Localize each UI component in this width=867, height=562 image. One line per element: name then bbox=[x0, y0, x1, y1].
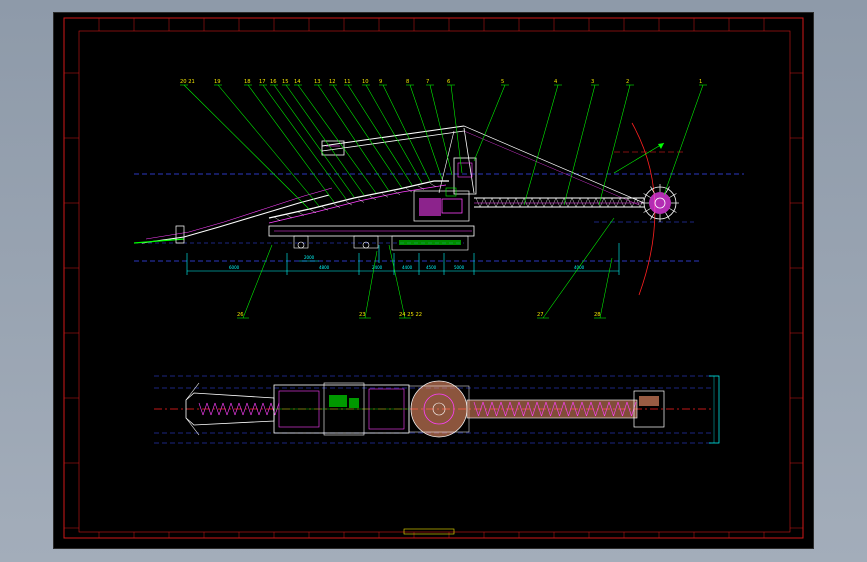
dimension-value: 4500 bbox=[426, 265, 437, 270]
part-label: 20 21 bbox=[180, 79, 195, 85]
part-label: 24 25 22 bbox=[399, 312, 422, 318]
part-label: 26 bbox=[237, 312, 244, 318]
inner-frame bbox=[78, 30, 791, 533]
part-label: 15 bbox=[282, 79, 289, 85]
dimension-value: 2000 bbox=[304, 255, 315, 260]
dimension-value: 4400 bbox=[402, 265, 413, 270]
part-label: 9 bbox=[379, 79, 382, 85]
dimension-value: 4800 bbox=[319, 265, 330, 270]
part-label: 13 bbox=[314, 79, 321, 85]
part-label: 6 bbox=[447, 79, 450, 85]
part-label: 4 bbox=[554, 79, 558, 85]
part-label: 3 bbox=[591, 79, 594, 85]
dimension-value: 5000 bbox=[454, 265, 465, 270]
part-label: 17 bbox=[259, 79, 266, 85]
part-label: 1 bbox=[699, 79, 702, 85]
part-label: 14 bbox=[294, 79, 301, 85]
dimension-chain bbox=[186, 243, 620, 275]
title-block bbox=[403, 528, 455, 535]
part-label: 10 bbox=[362, 79, 369, 85]
part-label: 8 bbox=[406, 79, 409, 85]
bucket-wheel bbox=[641, 184, 679, 222]
part-label: 28 bbox=[594, 312, 601, 318]
part-label: 11 bbox=[344, 79, 351, 85]
dimension-value: 4000 bbox=[574, 265, 585, 270]
dimension-value: 6000 bbox=[229, 265, 240, 270]
part-label: 16 bbox=[270, 79, 277, 85]
part-label: 5 bbox=[501, 79, 504, 85]
plan-view bbox=[154, 375, 720, 444]
outer-frame bbox=[63, 17, 804, 539]
part-label: 7 bbox=[426, 79, 429, 85]
part-label: 27 bbox=[537, 312, 544, 318]
part-label: 18 bbox=[244, 79, 251, 85]
part-label: 12 bbox=[329, 79, 336, 85]
part-label: 19 bbox=[214, 79, 221, 85]
part-label: 2 bbox=[626, 79, 629, 85]
frame-ticks bbox=[64, 18, 803, 538]
part-label: 23 bbox=[359, 312, 366, 318]
dimension-value: 2400 bbox=[372, 265, 383, 270]
